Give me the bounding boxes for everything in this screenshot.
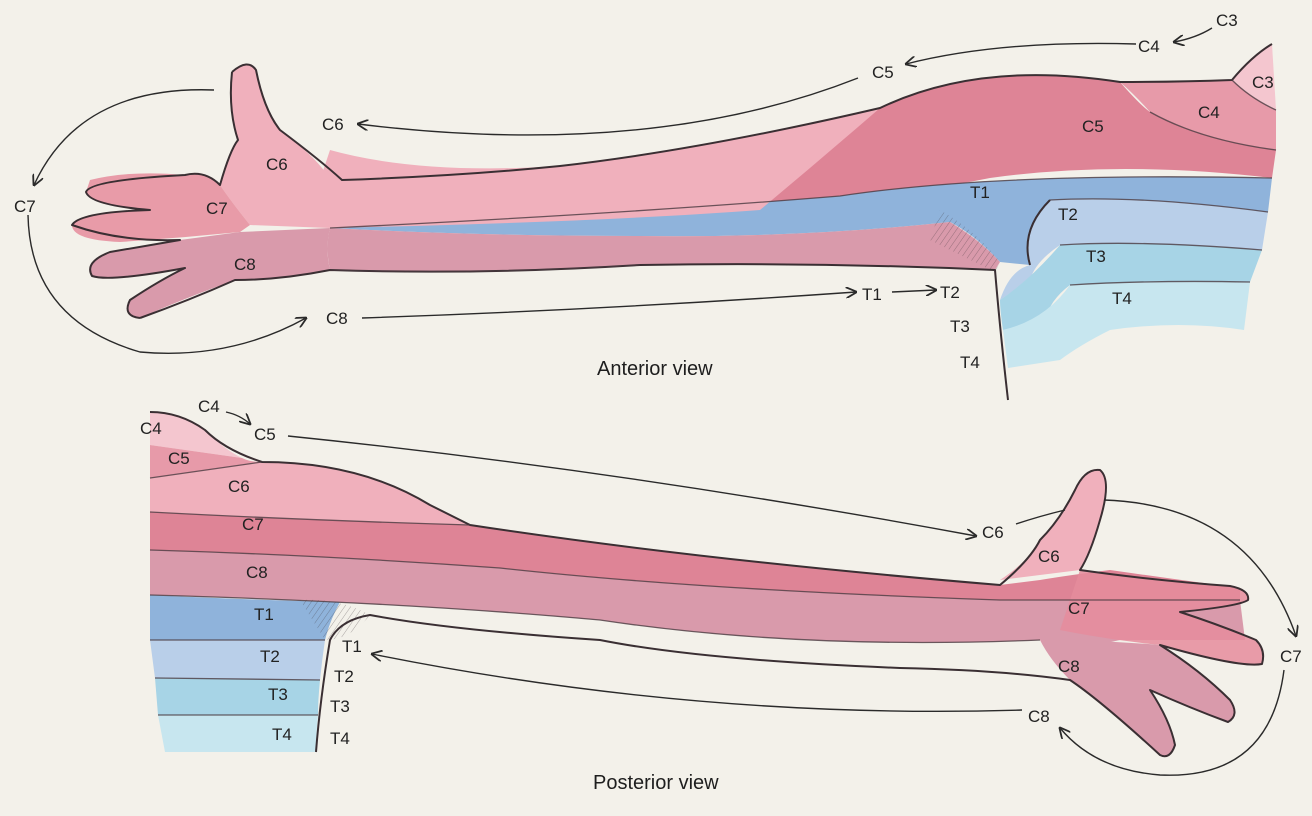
- anterior-band-label-c4: C4: [1198, 103, 1220, 122]
- anterior-callout-c8: C8: [326, 309, 348, 328]
- anterior-band-c5: [760, 75, 1276, 210]
- posterior-band-label-c6: C6: [228, 477, 250, 496]
- anterior-band-c7-hand: [72, 173, 250, 242]
- posterior-band-label-c8-hand: C8: [1058, 657, 1080, 676]
- anterior-arrow-c5-c6: [358, 77, 859, 136]
- anterior-band-t4: [1003, 281, 1250, 368]
- anterior-band-c8-arm: [327, 222, 1000, 272]
- posterior-callout-t2: T2: [334, 667, 354, 686]
- anterior-arrow-t1-t2: [891, 290, 936, 292]
- anterior-callout-t2: T2: [940, 283, 960, 302]
- posterior-band-c4: [150, 412, 242, 458]
- posterior-callout-c7: C7: [1280, 647, 1302, 666]
- posterior-callout-c8: C8: [1028, 707, 1050, 726]
- posterior-band-label-t4: T4: [272, 725, 292, 744]
- posterior-arrow-c8-t1: [372, 654, 1023, 712]
- posterior-band-t3: [155, 678, 320, 715]
- posterior-band-label-c7-hand: C7: [1068, 599, 1090, 618]
- posterior-callout-c5: C5: [254, 425, 276, 444]
- posterior-band-label-c7: C7: [242, 515, 264, 534]
- posterior-band-label-t1: T1: [254, 605, 274, 624]
- anterior-band-c3: [1232, 44, 1276, 110]
- anterior-callout-t3: T3: [950, 317, 970, 336]
- anterior-callout-c6: C6: [322, 115, 344, 134]
- posterior-boundary-6: [154, 677, 321, 681]
- posterior-band-t1: [150, 595, 340, 640]
- posterior-arm-outline: [149, 411, 1265, 758]
- posterior-band-c7: [150, 512, 1240, 600]
- anterior-boundary-4: [1059, 242, 1263, 251]
- posterior-band-label-c6-hand: C6: [1038, 547, 1060, 566]
- posterior-axilla-shade: [300, 599, 370, 640]
- anterior-band-label-t4: T4: [1112, 289, 1132, 308]
- posterior-callout-t4: T4: [330, 729, 350, 748]
- posterior-boundary-1: [149, 461, 263, 479]
- anterior-band-c4: [1120, 80, 1276, 150]
- posterior-band-c6: [150, 462, 470, 525]
- anterior-band-label-c7: C7: [206, 199, 228, 218]
- anterior-arrow-c7-c8: [27, 214, 306, 354]
- anterior-arrow-c4-c5: [906, 42, 1137, 64]
- anterior-callout-t4: T4: [960, 353, 980, 372]
- anterior-view: C3 C4 C5 T1 T2 T3 T4 C6 C7 C8 C3 C4 C5 C…: [14, 11, 1277, 401]
- posterior-band-c8-hand: [1040, 640, 1235, 757]
- posterior-band-c7-hand: [1060, 570, 1264, 665]
- posterior-band-t4: [158, 715, 318, 752]
- anterior-arrow-c3-c4: [1174, 27, 1213, 42]
- posterior-callout-t3: T3: [330, 697, 350, 716]
- posterior-band-label-c4: C4: [140, 419, 162, 438]
- posterior-band-c6-hand: [1000, 469, 1106, 580]
- posterior-caption: Posterior view: [593, 772, 719, 794]
- anterior-boundary-3: [1149, 111, 1277, 151]
- posterior-arrow-c7-c8: [1060, 669, 1285, 776]
- anterior-band-c8-hand: [90, 228, 330, 318]
- posterior-boundary-4: [149, 594, 1041, 644]
- anterior-arrow-c8-t1: [361, 292, 856, 319]
- anterior-band-t1: [330, 176, 1272, 265]
- anterior-boundary-1: [329, 176, 1273, 229]
- anterior-axilla-shade: [930, 210, 1000, 272]
- posterior-boundary-2: [149, 511, 471, 526]
- anterior-band-label-t3: T3: [1086, 247, 1106, 266]
- anterior-boundary-6: [1049, 198, 1269, 213]
- posterior-callout-c4: C4: [198, 397, 220, 416]
- anterior-arrow-c6-c7: [34, 89, 215, 185]
- posterior-band-label-c5: C5: [168, 449, 190, 468]
- anterior-band-t2: [1000, 198, 1268, 300]
- posterior-arrow-c5-c6: [287, 435, 976, 536]
- posterior-callout-c6: C6: [982, 523, 1004, 542]
- anterior-callout-c5: C5: [872, 63, 894, 82]
- anterior-band-label-c3: C3: [1252, 73, 1274, 92]
- posterior-arrow-c4-c5: [225, 411, 250, 424]
- posterior-view: C4 C5 C6 C7 C8 T1 T2 T3 T4 C6 C7 C8 C4 C…: [140, 397, 1302, 794]
- anterior-boundary-7: [1231, 79, 1277, 111]
- anterior-band-t3: [1000, 243, 1262, 330]
- anterior-band-label-c8: C8: [234, 255, 256, 274]
- anterior-callout-t1: T1: [862, 285, 882, 304]
- posterior-arrow-c6-c7: [1015, 509, 1066, 525]
- anterior-band-c6-hand: [220, 64, 330, 228]
- anterior-boundary-2: [329, 264, 641, 273]
- posterior-band-c5: [150, 445, 262, 478]
- anterior-band-label-t1: T1: [970, 183, 990, 202]
- posterior-boundary-3: [149, 549, 1240, 601]
- posterior-band-label-c8: C8: [246, 563, 268, 582]
- anterior-callout-c7: C7: [14, 197, 36, 216]
- anterior-callout-c3: C3: [1216, 11, 1238, 30]
- anterior-band-c6-arm: [312, 108, 880, 228]
- anterior-band-label-c6: C6: [266, 155, 288, 174]
- anterior-boundary-5: [1069, 280, 1251, 286]
- anterior-caption: Anterior view: [597, 358, 713, 380]
- posterior-band-label-t3: T3: [268, 685, 288, 704]
- anterior-callout-c4: C4: [1138, 37, 1160, 56]
- posterior-callout-t1: T1: [342, 637, 362, 656]
- anterior-band-label-t2: T2: [1058, 205, 1078, 224]
- posterior-arrow-c7-loop: [1103, 499, 1296, 636]
- posterior-band-c8: [150, 550, 1245, 645]
- anterior-trunk-line: [1026, 199, 1051, 266]
- posterior-band-label-t2: T2: [260, 647, 280, 666]
- anterior-band-label-c5: C5: [1082, 117, 1104, 136]
- posterior-band-t2: [150, 640, 325, 680]
